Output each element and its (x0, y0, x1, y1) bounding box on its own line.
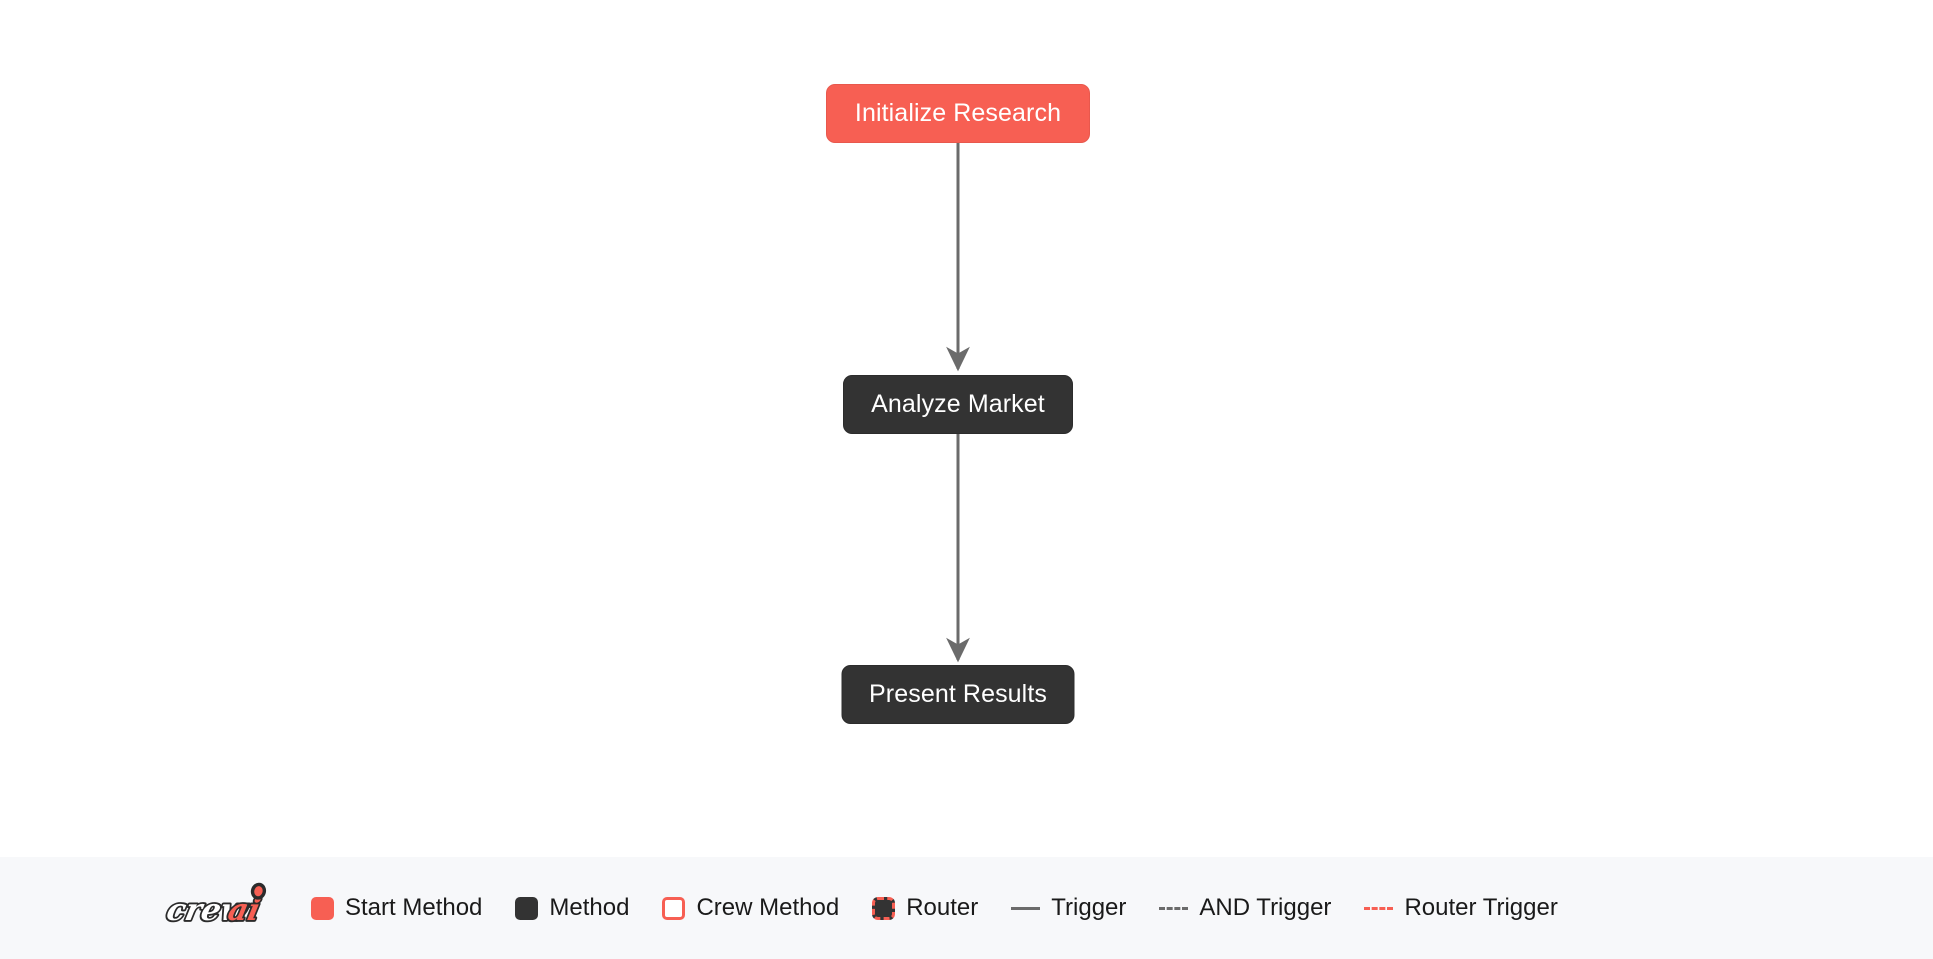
legend-item-trigger: Trigger (1011, 896, 1126, 920)
legend-item-label: Router Trigger (1404, 894, 1558, 921)
flow-node-analyze-market[interactable]: Analyze Market (843, 375, 1073, 434)
start-method-swatch-icon (311, 896, 334, 920)
method-swatch-icon (515, 896, 539, 920)
crew-method-swatch-icon (662, 896, 686, 920)
flow-canvas[interactable]: Initialize Research Analyze Market Prese… (0, 0, 1933, 857)
flow-node-label: Present Results (869, 680, 1047, 708)
legend-item-label: Crew Method (696, 894, 840, 921)
legend-bar: crew ai Start Method Method Crew Method (0, 857, 1933, 959)
crewai-logo: crew ai (163, 882, 267, 930)
legend-item-label: AND Trigger (1199, 894, 1332, 921)
flow-node-present-results[interactable]: Present Results (841, 665, 1075, 724)
flow-node-label: Initialize Research (854, 99, 1062, 127)
legend-item-label: Start Method (345, 894, 483, 921)
legend-item-label: Router (906, 894, 979, 921)
svg-text:crew: crew (164, 892, 253, 928)
legend-item-label: Method (549, 894, 630, 921)
legend-item-label: Trigger (1051, 894, 1127, 921)
and-trigger-line-icon (1159, 906, 1189, 910)
trigger-line-icon (1011, 906, 1041, 910)
router-swatch-icon (872, 896, 896, 920)
legend-item-router: Router (872, 896, 978, 920)
legend-item-crew-method: Crew Method (662, 896, 839, 920)
router-trigger-line-icon (1364, 906, 1394, 910)
legend-item-router-trigger: Router Trigger (1364, 894, 1558, 921)
flow-node-label: Analyze Market (871, 390, 1045, 418)
legend-item-and-trigger: AND Trigger (1159, 896, 1331, 920)
legend-item-method: Method (515, 896, 629, 920)
flow-node-initialize-research[interactable]: Initialize Research (826, 84, 1090, 143)
legend-item-start-method: Start Method (311, 896, 482, 920)
legend-items: Start Method Method Crew Method Router T… (311, 896, 1558, 920)
